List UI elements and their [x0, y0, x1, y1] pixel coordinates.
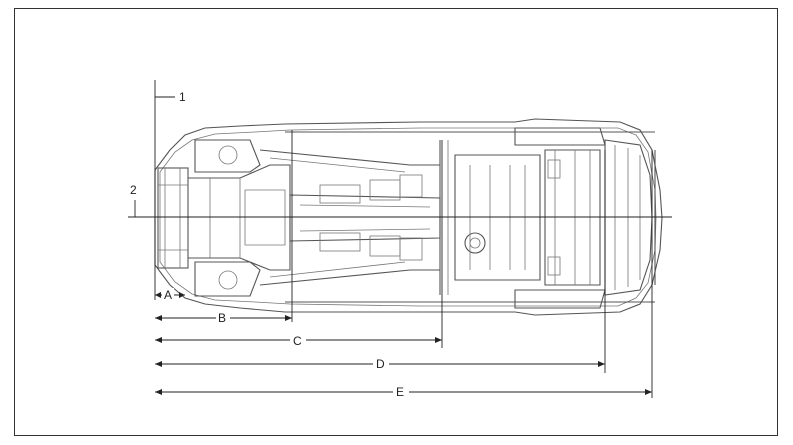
dimension-e-label: E [396, 385, 404, 399]
dimension-d-label: D [376, 357, 385, 371]
dimension-a-label: A [164, 288, 172, 302]
callout-2: 2 [130, 183, 137, 197]
callout-1: 1 [179, 90, 186, 104]
dimension-c-label: C [293, 334, 302, 348]
reference-lines [128, 80, 672, 398]
vehicle-underbody [154, 118, 663, 316]
figure-frame [14, 8, 778, 436]
dimension-b-label: B [218, 311, 226, 325]
